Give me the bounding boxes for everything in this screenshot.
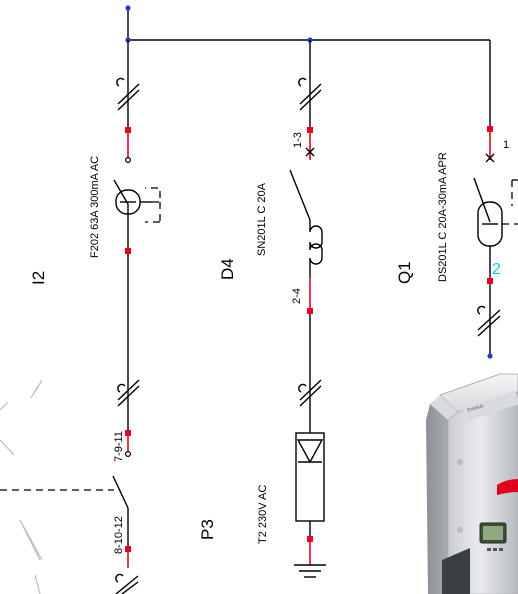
device-p3-surge-arrester	[0, 430, 139, 594]
device-id-i2: I2	[29, 271, 48, 285]
breaker-cross	[305, 147, 315, 157]
main-bus	[125, 5, 491, 126]
contact-point	[124, 451, 131, 458]
terminal-marker	[125, 127, 131, 133]
cable-break-symbol	[298, 77, 322, 111]
device-spec-i2: F202 63A 300mA AC	[89, 156, 101, 258]
device-spec-q1: DS201L C 20A-30mA APR	[437, 152, 449, 282]
cable-break-symbol	[115, 573, 139, 594]
inverter-image: Fronius	[426, 373, 518, 594]
breaker-cross	[485, 153, 495, 163]
device-spec-d4: SN201L C 20A	[256, 182, 268, 256]
terminal-label-p3-top: 7-9-11	[113, 431, 125, 462]
branch-d4	[289, 40, 326, 578]
terminal-marker	[125, 546, 131, 552]
terminal-marker	[487, 126, 493, 132]
terminal-label-q1-bottom: 2	[492, 261, 501, 278]
spd-box	[295, 432, 325, 522]
branch-node-q1-bottom	[487, 353, 493, 359]
terminal-marker	[307, 536, 313, 542]
inverter-brand: Fronius	[467, 403, 485, 414]
bus-node-top	[125, 5, 131, 11]
left-edge-fragments	[0, 379, 43, 594]
branch-i2	[113, 40, 161, 432]
q1-switch-blade	[473, 177, 491, 223]
device-id-d4: D4	[218, 258, 237, 280]
thermal-coil	[309, 220, 323, 265]
cable-break-symbol	[477, 305, 501, 337]
terminal-label-p3-bottom: 8-10-12	[113, 516, 125, 554]
terminal-label-d4-top: 1-3	[292, 132, 304, 148]
device-id-p3: P3	[198, 519, 217, 540]
terminal-marker	[307, 127, 313, 133]
terminal-marker	[307, 308, 313, 314]
terminal-marker	[487, 278, 493, 284]
cable-break-symbol	[117, 379, 140, 407]
d4-switch-blade	[289, 169, 311, 221]
terminal-marker	[125, 248, 131, 254]
inverter-logo	[497, 479, 518, 495]
ground-icon	[294, 564, 326, 578]
terminal-marker	[125, 430, 131, 436]
cable-break-symbol	[298, 379, 322, 407]
terminal-label-d4-bottom: 2-4	[291, 288, 303, 304]
branch-q1	[473, 126, 518, 359]
device-spec-p3: T2 230V AC	[257, 485, 269, 544]
cable-break-symbol	[116, 77, 140, 111]
contact-point	[124, 157, 131, 164]
terminal-label-q1-top: 1	[503, 139, 509, 151]
p3-switch-blade	[112, 475, 129, 509]
device-id-q1: Q1	[395, 261, 414, 284]
